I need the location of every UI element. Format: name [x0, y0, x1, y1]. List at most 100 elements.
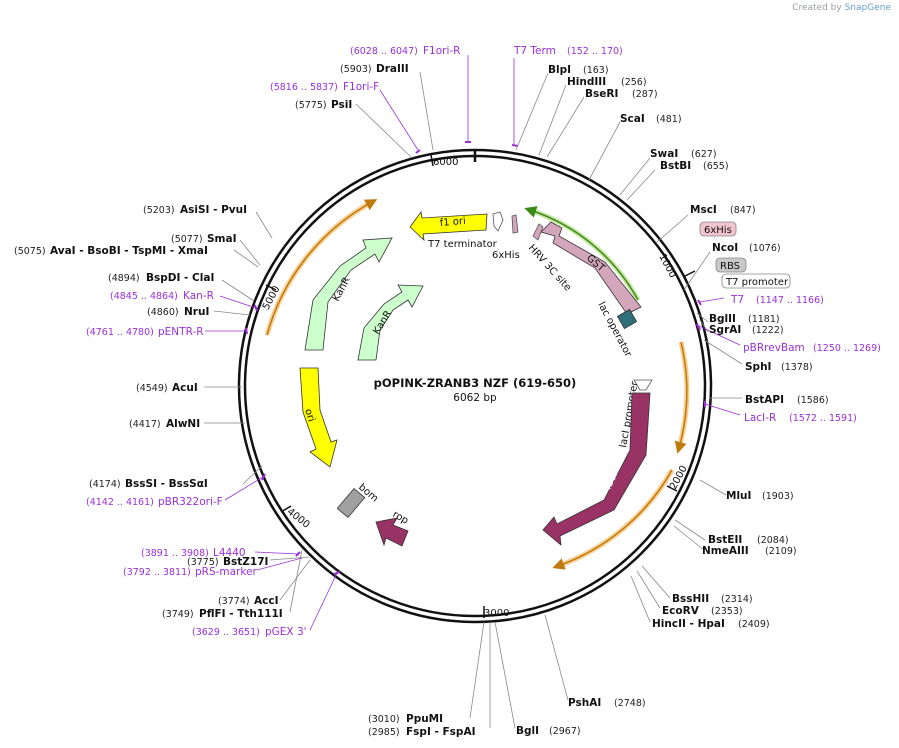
enzyme-bsteii: BstEII(2084): [708, 534, 789, 546]
credit-brand: SnapGene: [844, 3, 891, 13]
svg-text:(5077): (5077): [171, 234, 203, 245]
enzyme-bsshii: BssHII(2314): [672, 593, 753, 605]
svg-text:pGEX 3': pGEX 3': [265, 626, 307, 638]
svg-text:BglI: BglI: [516, 725, 539, 737]
lac-operator-mark: [616, 308, 638, 330]
enzyme-pshai: PshAI(2748): [568, 697, 646, 709]
enzyme-asisi-pvui: (5203)AsiSI - PvuI: [143, 204, 247, 216]
enzyme-msci: MscI(847): [690, 204, 756, 216]
primer-ring-marks: [245, 141, 706, 575]
svg-text:HincII - HpaI: HincII - HpaI: [652, 618, 725, 630]
svg-text:(3010): (3010): [368, 714, 400, 725]
primer-leaders: [205, 55, 741, 631]
laci-promoter-mark: [633, 379, 653, 391]
svg-text:3000: 3000: [484, 608, 509, 619]
svg-text:(1586): (1586): [797, 395, 829, 406]
svg-text:Kan-R: Kan-R: [183, 290, 214, 302]
plasmid-name: pOPINK-ZRANB3 NZF (619-650): [374, 376, 577, 390]
svg-text:BssSI - BssSαI: BssSI - BssSαI: [125, 478, 208, 490]
svg-text:(4894): (4894): [108, 273, 140, 284]
svg-text:(4417): (4417): [129, 419, 161, 430]
t7-terminator-label: T7 terminator: [427, 239, 498, 250]
svg-text:pBR322ori-F: pBR322ori-F: [158, 496, 223, 508]
svg-text:6000: 6000: [433, 157, 458, 168]
primer-pgex-3: (3629 .. 3651) pGEX 3': [192, 626, 307, 638]
badge-t7-promoter: T7 promoter: [721, 273, 791, 289]
svg-text:EcoRV: EcoRV: [662, 605, 700, 617]
enzyme-bseri: BseRI(287): [585, 88, 658, 100]
primer-f1ori-r: (6028 .. 6047)F1ori-R: [350, 45, 460, 57]
svg-text:(4142 .. 4161): (4142 .. 4161): [86, 497, 154, 508]
svg-text:AcuI: AcuI: [172, 382, 198, 394]
primer-t7-term: T7 Term(152 .. 170): [513, 45, 623, 57]
tick-1000: 1000: [656, 252, 696, 280]
badge-rbs: RBS: [715, 257, 747, 273]
svg-text:(6028 .. 6047): (6028 .. 6047): [350, 46, 418, 57]
svg-text:(3775): (3775): [187, 557, 219, 568]
svg-text:BssHII: BssHII: [672, 593, 709, 605]
svg-text:(1250 .. 1269): (1250 .. 1269): [813, 343, 881, 354]
primer-laci-r: LacI-R (1572 .. 1591): [744, 412, 857, 424]
svg-text:BglII: BglII: [709, 313, 736, 325]
svg-text:(2967): (2967): [549, 726, 581, 737]
enzyme-swai: SwaI (627): [650, 148, 717, 160]
enzyme-bstz17i: (3775)BstZ17I: [187, 556, 268, 568]
svg-text:F1ori-F: F1ori-F: [343, 81, 379, 93]
svg-text:(1903): (1903): [762, 491, 794, 502]
svg-text:(4174): (4174): [89, 479, 121, 490]
svg-text:(1378): (1378): [781, 362, 813, 373]
svg-text:T7 Term: T7 Term: [513, 45, 556, 57]
svg-text:(655): (655): [703, 161, 729, 172]
svg-text:(3629 .. 3651): (3629 .. 3651): [192, 627, 260, 638]
svg-text:AsiSI - PvuI: AsiSI - PvuI: [180, 204, 247, 216]
f1-ori-label: f1 ori: [439, 216, 466, 229]
svg-text:(4845 .. 4864): (4845 .. 4864): [110, 291, 178, 302]
his-tag-mark: [511, 214, 519, 234]
enzyme-smai: (5077)SmaI: [171, 233, 237, 245]
primer-pbr322ori-f: (4142 .. 4161) pBR322ori-F: [86, 496, 223, 508]
svg-text:SwaI: SwaI: [650, 148, 678, 160]
svg-text:(3749): (3749): [162, 609, 194, 620]
orange-track-bottom-line: [552, 469, 673, 570]
svg-text:(3792 .. 3811): (3792 .. 3811): [123, 567, 191, 578]
svg-text:pBRrevBam: pBRrevBam: [743, 342, 805, 354]
svg-text:(627): (627): [691, 149, 717, 160]
svg-text:NcoI: NcoI: [712, 242, 738, 254]
primer-pbrrevbam: pBRrevBam (1250 .. 1269): [743, 342, 881, 354]
tick-3000: 3000: [483, 606, 509, 619]
svg-text:PflFI - Tth111I: PflFI - Tth111I: [199, 608, 283, 620]
svg-text:BlpI: BlpI: [548, 64, 571, 76]
svg-text:(1572 .. 1591): (1572 .. 1591): [789, 413, 857, 424]
svg-text:(2748): (2748): [614, 698, 646, 709]
svg-text:pENTR-R: pENTR-R: [158, 326, 204, 338]
primer-kan-r: (4845 .. 4864) Kan-R: [110, 290, 214, 302]
enzyme-sphi: SphI(1378): [745, 361, 813, 373]
svg-text:(1181): (1181): [748, 314, 780, 325]
enzyme-draiii: (5903)DraIII: [340, 63, 409, 75]
tick-6000: 6000: [430, 154, 458, 168]
svg-text:(163): (163): [583, 65, 609, 76]
t7-terminator-mark: [492, 211, 504, 232]
svg-text:(2985): (2985): [368, 727, 400, 738]
svg-text:BstBI: BstBI: [660, 160, 691, 172]
badge-6xhis: 6xHis: [699, 221, 737, 237]
svg-text:(4860): (4860): [147, 307, 179, 318]
svg-text:(3891 .. 3908): (3891 .. 3908): [141, 548, 209, 559]
svg-text:(5775): (5775): [295, 100, 327, 111]
svg-text:6xHis: 6xHis: [704, 225, 732, 236]
svg-text:(256): (256): [621, 77, 647, 88]
svg-text:(847): (847): [730, 205, 756, 216]
svg-text:(2084): (2084): [757, 535, 789, 546]
enzyme-bsssi: (4174) BssSI - BssSαI: [89, 478, 208, 490]
enzyme-pflfi-tth111i: (3749) PflFI - Tth111I: [162, 608, 283, 620]
svg-text:(2353): (2353): [711, 606, 743, 617]
enzyme-blpi: BlpI (163): [548, 64, 609, 76]
svg-text:(4549): (4549): [136, 383, 168, 394]
enzyme-bspdi-clai: (4894)BspDI - ClaI: [108, 272, 214, 284]
enzyme-scai: ScaI(481): [620, 113, 682, 125]
svg-text:PpuMI: PpuMI: [406, 713, 443, 725]
svg-text:AvaI - BsoBI - TspMI - XmaI: AvaI - BsoBI - TspMI - XmaI: [50, 245, 208, 257]
svg-text:LacI-R: LacI-R: [744, 412, 776, 424]
svg-text:NmeAIII: NmeAIII: [702, 545, 749, 557]
